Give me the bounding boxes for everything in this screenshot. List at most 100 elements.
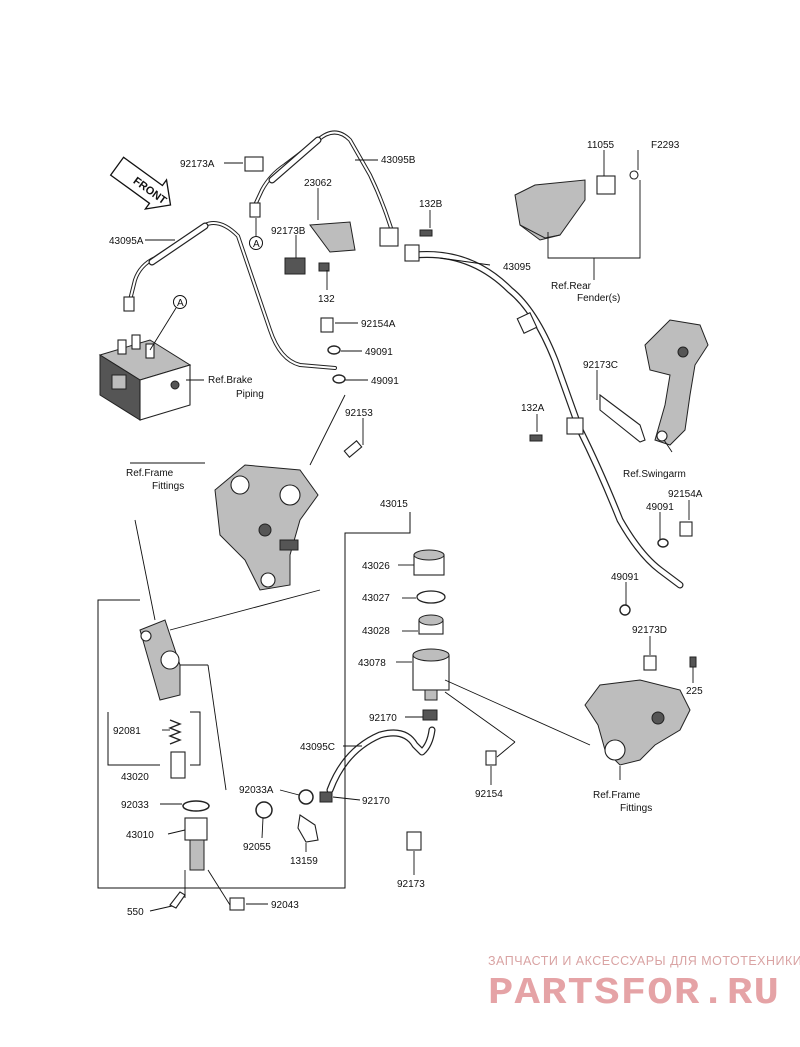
plate-43027 <box>416 590 446 604</box>
brake-pipe-43095A <box>123 221 337 370</box>
label-92173D: 92173D <box>632 625 667 636</box>
fitting-13159 <box>297 814 319 843</box>
bolt-92154A-right <box>679 521 693 537</box>
label-11055: 11055 <box>587 140 615 151</box>
label-49091-a: 49091 <box>365 347 393 358</box>
label-F2293: F2293 <box>651 140 680 151</box>
watermark-subtitle: ЗАПЧАСТИ И АКСЕССУАРЫ ДЛЯ МОТОТЕХНИКИ <box>488 954 800 968</box>
callout-a-2-label: A <box>177 298 184 309</box>
ref-frame-fittings-left-line1: Ref.Frame <box>126 468 174 479</box>
ref-frame-fittings-left-line2: Fittings <box>152 481 184 492</box>
clamp-92170-a <box>422 709 438 721</box>
leader-lines <box>130 150 694 912</box>
label-43095B: 43095B <box>381 155 416 166</box>
label-43010: 43010 <box>126 830 154 841</box>
callout-a-1: A <box>249 218 263 250</box>
bolt-132B <box>419 229 433 237</box>
label-92154A-top: 92154A <box>361 319 396 330</box>
ref-rear-fender-line2: Fender(s) <box>577 293 620 304</box>
washer-49091-b <box>332 374 346 384</box>
ref-swingarm: Ref.Swingarm <box>623 469 686 480</box>
oring-92055 <box>255 801 273 819</box>
spring-92081 <box>168 719 182 745</box>
brake-hose-43095B <box>249 130 397 242</box>
label-92170-a: 92170 <box>369 713 397 724</box>
ref-frame-fittings-right-line1: Ref.Frame <box>593 790 641 801</box>
label-43027: 43027 <box>362 593 390 604</box>
callout-a-1-label: A <box>253 239 260 250</box>
watermark-logo: PARTSFOR.RU <box>488 972 780 1015</box>
reference-notes: Ref.Rear Fender(s) Ref.Brake Piping Ref.… <box>126 281 686 814</box>
bolt-132 <box>318 262 330 272</box>
watermark: ЗАПЧАСТИ И АКСЕССУАРЫ ДЛЯ МОТОТЕХНИКИ PA… <box>488 954 800 1015</box>
circlip-92033 <box>182 800 210 812</box>
rear-fender-part <box>514 170 639 241</box>
bolt-f2293 <box>629 170 639 180</box>
label-550: 550 <box>127 907 144 918</box>
label-92033: 92033 <box>121 800 149 811</box>
label-92154A-right: 92154A <box>668 489 703 500</box>
bolt-92154A-top <box>320 317 334 333</box>
label-43026: 43026 <box>362 561 390 572</box>
ref-brake-piping-line2: Piping <box>236 389 264 400</box>
ref-brake-piping-line1: Ref.Brake <box>208 375 253 386</box>
label-92153: 92153 <box>345 408 373 419</box>
group-outline-43015 <box>97 512 411 889</box>
frame-fittings-right <box>584 655 697 766</box>
bolt-225 <box>689 656 697 668</box>
reservoir-hose-43095C <box>326 726 436 794</box>
oring-92033A <box>298 789 314 805</box>
label-92033A: 92033A <box>239 785 274 796</box>
label-13159: 13159 <box>290 856 318 867</box>
brake-hose-43095 <box>411 250 684 589</box>
label-92170-b: 92170 <box>362 796 390 807</box>
frame-bracket-left <box>214 464 319 591</box>
label-92173A: 92173A <box>180 159 215 170</box>
label-43095: 43095 <box>503 262 531 273</box>
label-225: 225 <box>686 686 703 697</box>
group-outline-43020 <box>107 711 201 766</box>
clamp-92173D <box>643 655 657 671</box>
clip-11055 <box>596 175 616 195</box>
reservoir-cap-43026 <box>413 549 445 576</box>
abs-unit <box>98 334 192 421</box>
label-43015: 43015 <box>380 499 408 510</box>
bracket-23062 <box>309 221 356 253</box>
pipe-fitting <box>123 296 135 312</box>
clamp-92173C <box>599 393 646 443</box>
clamp-92173A <box>244 156 264 172</box>
label-23062: 23062 <box>304 178 332 189</box>
label-92055: 92055 <box>243 842 271 853</box>
hose-fitting <box>249 202 261 218</box>
label-43028: 43028 <box>362 626 390 637</box>
label-43020: 43020 <box>121 772 149 783</box>
label-43078: 43078 <box>358 658 386 669</box>
bolt-92153 <box>343 440 363 458</box>
washer-49091-d <box>619 604 631 616</box>
ref-rear-fender-line1: Ref.Rear <box>551 281 592 292</box>
label-43095C: 43095C <box>300 742 335 753</box>
joint-43095 <box>404 244 420 262</box>
label-92173: 92173 <box>397 879 425 890</box>
clamp-92173 <box>406 831 422 851</box>
joint-92043 <box>229 897 245 911</box>
piston-43020 <box>170 751 186 779</box>
clamp-92170-b <box>319 791 333 803</box>
washer-49091-a <box>327 345 341 355</box>
label-132B: 132B <box>419 199 443 210</box>
clamp-92173B <box>284 257 306 275</box>
hose-grommet <box>516 312 538 334</box>
front-arrow-icon: FRONT <box>109 156 172 210</box>
label-49091-d: 49091 <box>611 572 639 583</box>
pin-550 <box>169 891 186 909</box>
reservoir-43078 <box>412 648 450 701</box>
bolt-92154 <box>485 750 497 766</box>
label-49091-c: 49091 <box>646 502 674 513</box>
bolt-132A <box>529 434 543 442</box>
label-49091-b: 49091 <box>371 376 399 387</box>
label-132: 132 <box>318 294 335 305</box>
joint-43095B <box>379 227 399 247</box>
label-92173C: 92173C <box>583 360 618 371</box>
